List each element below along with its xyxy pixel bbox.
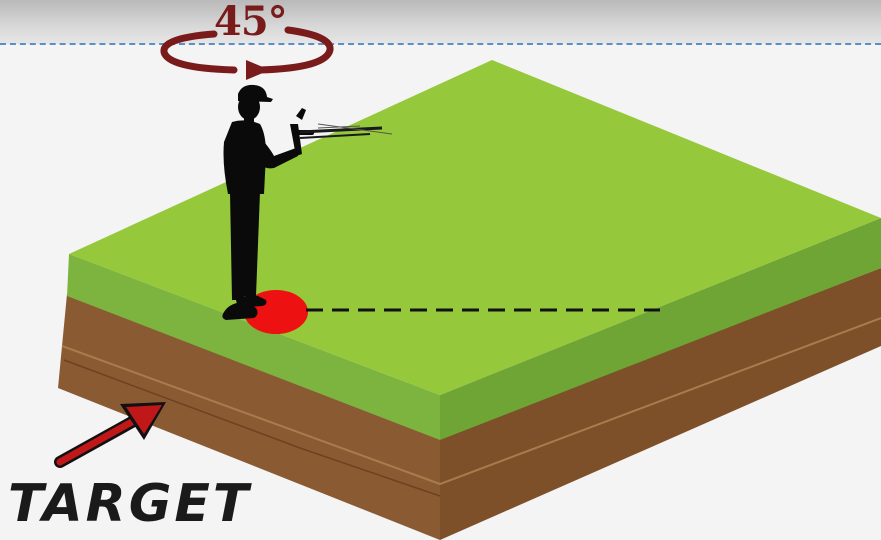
target-arrow-icon xyxy=(60,402,166,462)
rotation-angle-label: 45° xyxy=(214,2,287,42)
target-label: TARGET xyxy=(8,478,251,530)
